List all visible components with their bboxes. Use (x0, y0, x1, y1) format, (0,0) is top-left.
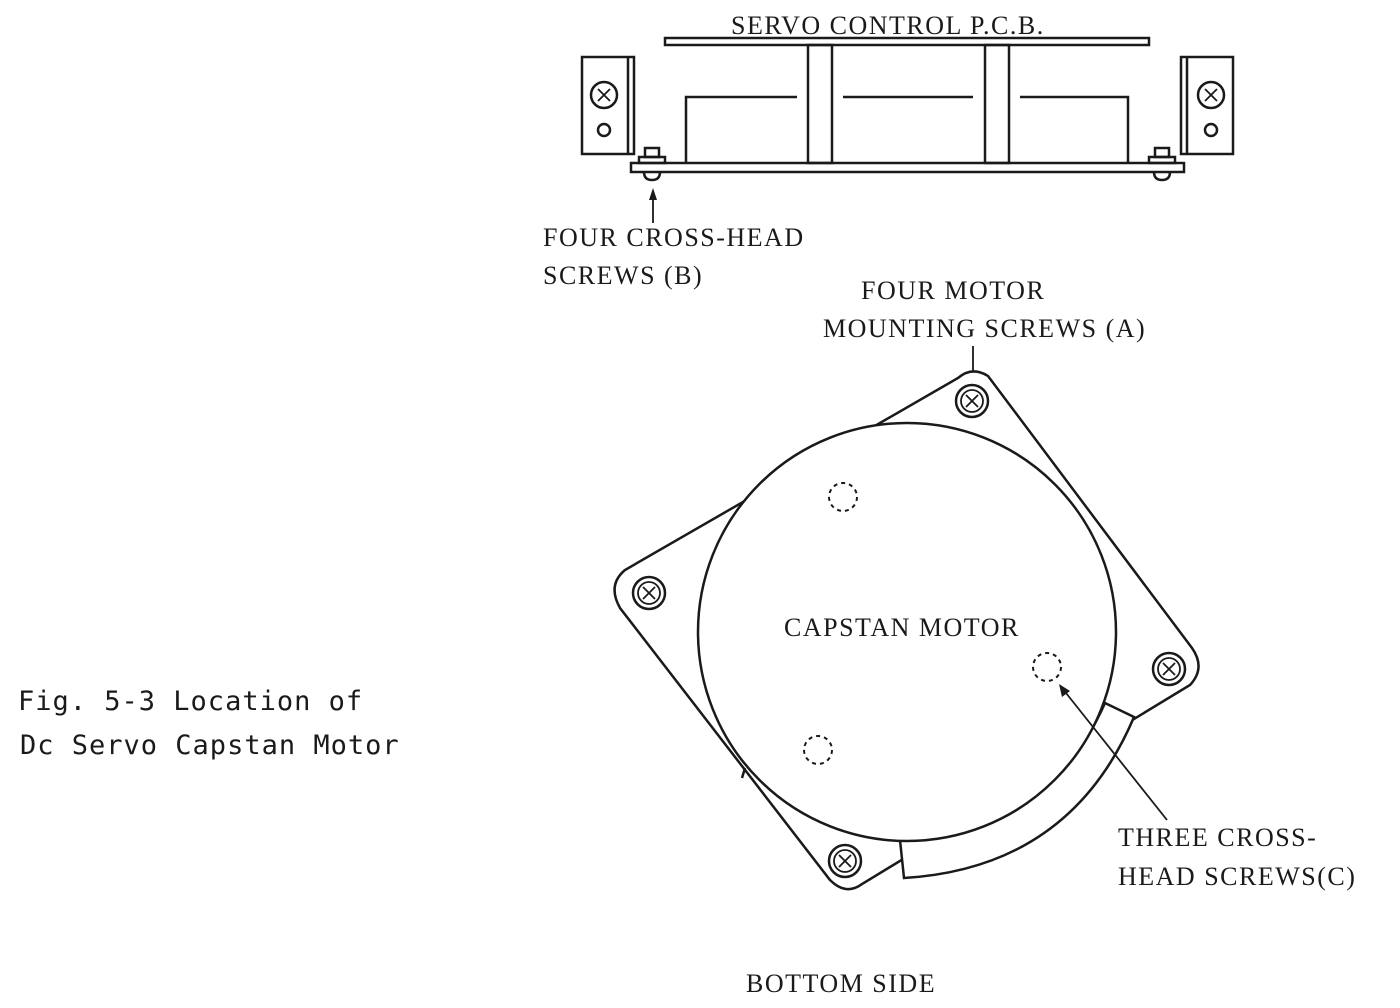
pcb-label: SERVO CONTROL P.C.B. (731, 11, 1045, 40)
arrowhead-icon (649, 188, 657, 200)
screws-a-label-line-2: MOUNTING SCREWS (A) (823, 314, 1146, 343)
arrowhead-icon (1059, 684, 1070, 697)
component-left (684, 95, 797, 163)
mounting-screw-left-icon (631, 575, 667, 611)
figure-caption-line-1: Fig. 5-3 Location of (18, 686, 364, 717)
left-bracket (580, 55, 636, 156)
screws-a-label-line-1: FOUR MOTOR (861, 276, 1045, 305)
mounting-screw-right-icon (1151, 651, 1187, 687)
screw-b-left-icon (637, 146, 667, 182)
screws-b-label-line-2: SCREWS (B) (543, 261, 703, 290)
bracket-screw-left-icon (589, 80, 619, 110)
pcb-standoff-left (806, 43, 834, 165)
hidden-screw-c-right-icon (1032, 652, 1062, 682)
bracket-screw-right-icon (1196, 80, 1226, 110)
screws-c-label-line-1: THREE CROSS- (1118, 823, 1317, 852)
screws-c-label-line-2: HEAD SCREWS(C) (1118, 862, 1356, 891)
view-label: BOTTOM SIDE (746, 969, 936, 998)
screw-b-right-icon (1147, 146, 1177, 182)
motor-label: CAPSTAN MOTOR (784, 613, 1020, 642)
chassis-base-plate (629, 161, 1186, 174)
bracket-hole-right-icon (1203, 122, 1219, 138)
bracket-hole-left-icon (596, 122, 612, 138)
mounting-screw-bottom-icon (827, 843, 863, 879)
mounting-screw-top-icon (954, 383, 990, 419)
screws-b-callout: FOUR CROSS-HEAD SCREWS (B) (543, 188, 805, 290)
hidden-screw-c-bottom-icon (803, 735, 833, 765)
pcb-standoff-right (983, 43, 1011, 165)
component-right (1020, 95, 1130, 163)
servo-control-pcb (663, 36, 1151, 47)
right-bracket (1179, 55, 1235, 156)
screws-c-callout: THREE CROSS- HEAD SCREWS(C) (1059, 684, 1356, 891)
figure-caption-line-2: Dc Servo Capstan Motor (20, 730, 400, 761)
capstan-motor-assembly: CAPSTAN MOTOR (613, 370, 1200, 891)
screws-a-callout: FOUR MOTOR MOUNTING SCREWS (A) (823, 276, 1146, 384)
motor-body (696, 421, 1118, 843)
hidden-screw-c-top-icon (828, 482, 858, 512)
servo-pcb-assembly: SERVO CONTROL P.C.B. (580, 11, 1235, 182)
screws-b-label-line-1: FOUR CROSS-HEAD (543, 223, 805, 252)
